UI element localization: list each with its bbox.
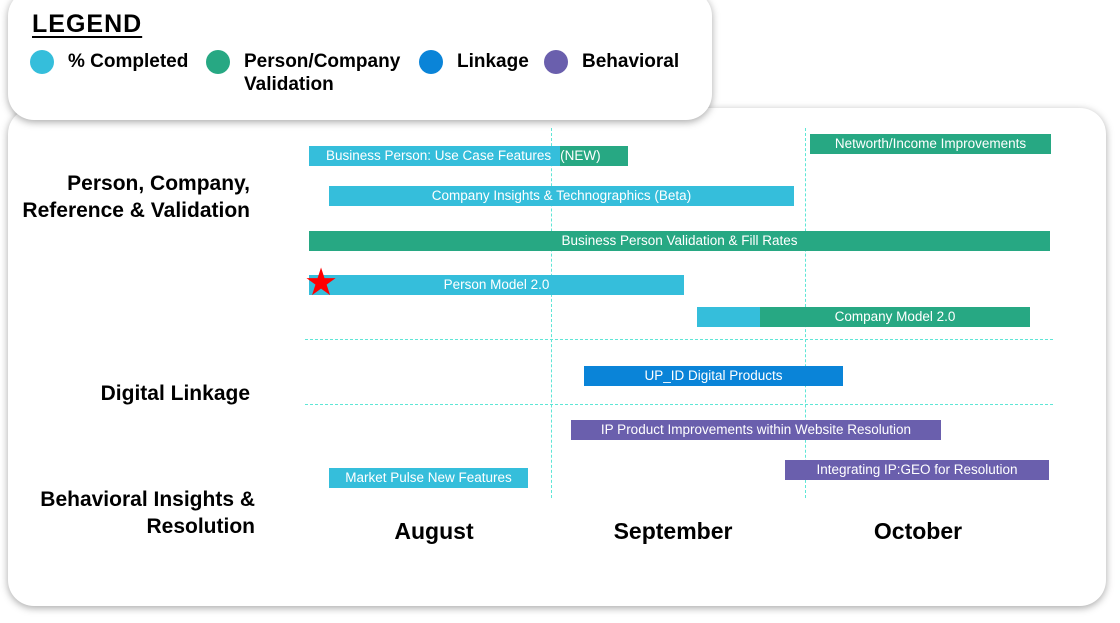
bar-label: Business Person: Use Case Features xyxy=(326,148,552,163)
row-divider xyxy=(305,339,1053,340)
bar-company-insights: Company Insights & Technographics (Beta) xyxy=(329,186,794,206)
legend-label: Linkage xyxy=(457,51,529,72)
green-dot-icon xyxy=(206,50,230,74)
bar-business-person-use-case: Business Person: Use Case Features (NEW) xyxy=(309,146,628,166)
purple-dot-icon xyxy=(544,50,568,74)
row-label-behavioral: Behavioral Insights & Resolution xyxy=(40,488,255,538)
month-september: September xyxy=(613,518,733,544)
row-label-person-company: Person, Company, Reference & Validation xyxy=(22,172,250,222)
blue-dot-icon xyxy=(419,50,443,74)
legend-label: Person/Company Validation xyxy=(244,51,401,95)
legend-label: % Completed xyxy=(68,51,189,72)
bar-suffix: (NEW) xyxy=(560,148,601,163)
legend-item-linkage: Linkage xyxy=(419,50,529,74)
month-october: October xyxy=(873,518,963,544)
legend-item-completed: % Completed xyxy=(30,50,188,74)
row-divider xyxy=(305,404,1053,405)
legend-label: Behavioral xyxy=(582,51,680,72)
cyan-dot-icon xyxy=(30,50,54,74)
month-august: August xyxy=(394,518,474,544)
legend-item-validation: Person/Company Validation xyxy=(206,50,426,96)
month-divider xyxy=(551,128,552,498)
bar-ip-product-improvements: IP Product Improvements within Website R… xyxy=(571,420,941,440)
bar-business-person-validation: Business Person Validation & Fill Rates xyxy=(309,231,1050,251)
bar-company-model: Company Model 2.0 xyxy=(697,307,1030,327)
row-label-digital-linkage: Digital Linkage xyxy=(100,382,250,405)
bar-integrating-ip-geo: Integrating IP:GEO for Resolution xyxy=(785,460,1049,480)
bar-person-model: Person Model 2.0 xyxy=(309,275,684,295)
milestone-star-icon: ★ xyxy=(304,262,339,304)
bar-networth-income: Networth/Income Improvements xyxy=(810,134,1051,154)
legend-card: LEGEND % Completed Person/Company Valida… xyxy=(8,0,712,120)
bar-up-id-digital: UP_ID Digital Products xyxy=(584,366,843,386)
legend-title: LEGEND xyxy=(32,10,143,38)
bar-market-pulse: Market Pulse New Features xyxy=(329,468,528,488)
bar-label: Company Model 2.0 xyxy=(834,309,956,324)
legend-item-behavioral: Behavioral xyxy=(544,50,679,74)
